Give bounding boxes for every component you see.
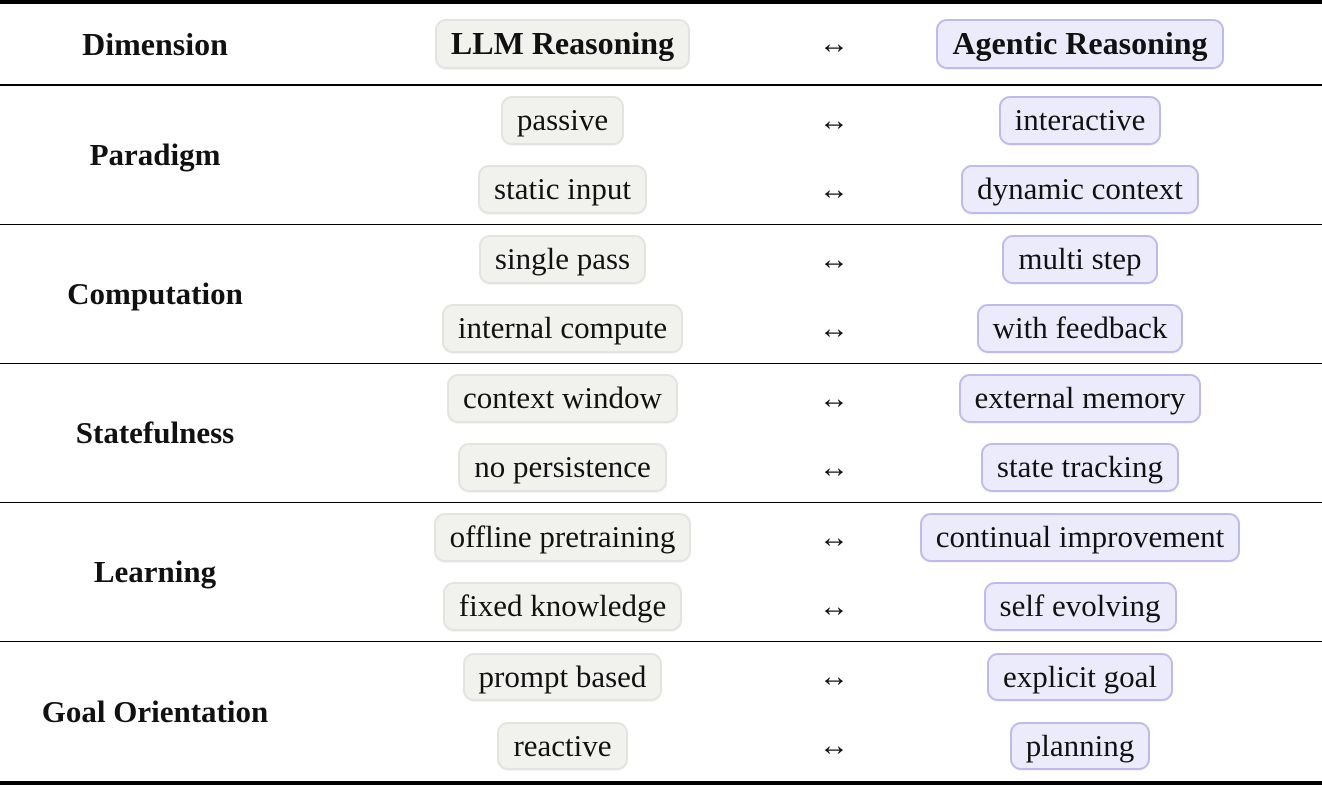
dimension-label: Statefulness	[75, 415, 235, 450]
left-right-arrow-icon: ↔	[819, 311, 849, 345]
agentic-trait-badge: multi step	[1002, 235, 1158, 284]
llm-trait-badge: passive	[500, 96, 625, 145]
dimension-label: Learning	[93, 554, 217, 589]
table-row-goal-orientation: Goal Orientation prompt based ↔ explicit…	[0, 642, 1322, 781]
table-row-statefulness: Statefulness context window ↔ external m…	[0, 364, 1322, 503]
left-right-arrow-icon: ↔	[819, 27, 849, 60]
llm-trait-badge: single pass	[478, 235, 647, 284]
table-row-learning: Learning offline pretraining ↔ continual…	[0, 503, 1322, 642]
left-right-arrow-icon: ↔	[819, 589, 849, 623]
llm-trait-badge: fixed knowledge	[442, 582, 683, 631]
dimension-label: Computation	[67, 276, 243, 311]
row-spacer	[1240, 86, 1322, 155]
left-right-arrow-icon: ↔	[819, 659, 849, 693]
left-right-arrow-icon: ↔	[819, 103, 849, 137]
llm-trait-badge: no persistence	[458, 443, 667, 492]
llm-trait-badge: internal compute	[441, 304, 684, 353]
agentic-reasoning-header-badge: Agentic Reasoning	[936, 19, 1224, 69]
agentic-trait-badge: dynamic context	[961, 165, 1199, 214]
left-right-arrow-icon: ↔	[819, 729, 849, 763]
row-spacer	[1240, 294, 1322, 363]
table-row-computation: Computation single pass ↔ multi step int…	[0, 225, 1322, 364]
agentic-trait-badge: self evolving	[983, 582, 1177, 631]
header-spacer	[1240, 4, 1322, 84]
row-spacer	[1240, 433, 1322, 502]
header-row: Dimension LLM Reasoning ↔ Agentic Reason…	[0, 4, 1322, 86]
row-spacer	[1240, 572, 1322, 641]
llm-trait-badge: offline pretraining	[433, 513, 692, 562]
col-header-agentic-cell: Agentic Reasoning	[920, 4, 1240, 84]
col-header-llm-cell: LLM Reasoning	[310, 4, 815, 84]
row-spacer	[1240, 712, 1322, 782]
left-right-arrow-icon: ↔	[819, 450, 849, 484]
agentic-trait-badge: explicit goal	[986, 652, 1174, 701]
left-right-arrow-icon: ↔	[819, 242, 849, 276]
header-arrow-cell: ↔	[815, 4, 920, 84]
row-spacer	[1240, 503, 1322, 572]
row-spacer	[1240, 155, 1322, 224]
agentic-trait-badge: planning	[1009, 722, 1151, 771]
agentic-trait-badge: interactive	[998, 96, 1162, 145]
left-right-arrow-icon: ↔	[819, 381, 849, 415]
row-spacer	[1240, 225, 1322, 294]
agentic-trait-badge: continual improvement	[919, 513, 1241, 562]
llm-reasoning-header-badge: LLM Reasoning	[434, 19, 691, 69]
row-spacer	[1240, 364, 1322, 433]
llm-trait-badge: prompt based	[462, 652, 663, 701]
agentic-trait-badge: external memory	[958, 374, 1202, 423]
col-header-dimension: Dimension	[82, 25, 228, 62]
llm-trait-badge: reactive	[497, 722, 628, 771]
llm-trait-badge: context window	[447, 374, 678, 423]
left-right-arrow-icon: ↔	[819, 520, 849, 554]
row-spacer	[1240, 642, 1322, 712]
llm-trait-badge: static input	[478, 165, 647, 214]
dimension-label: Paradigm	[89, 137, 221, 172]
agentic-trait-badge: with feedback	[976, 304, 1184, 353]
left-right-arrow-icon: ↔	[819, 172, 849, 206]
table-row-paradigm: Paradigm passive ↔ interactive static in…	[0, 86, 1322, 225]
agentic-trait-badge: state tracking	[980, 443, 1180, 492]
dimension-label: Goal Orientation	[41, 693, 269, 729]
